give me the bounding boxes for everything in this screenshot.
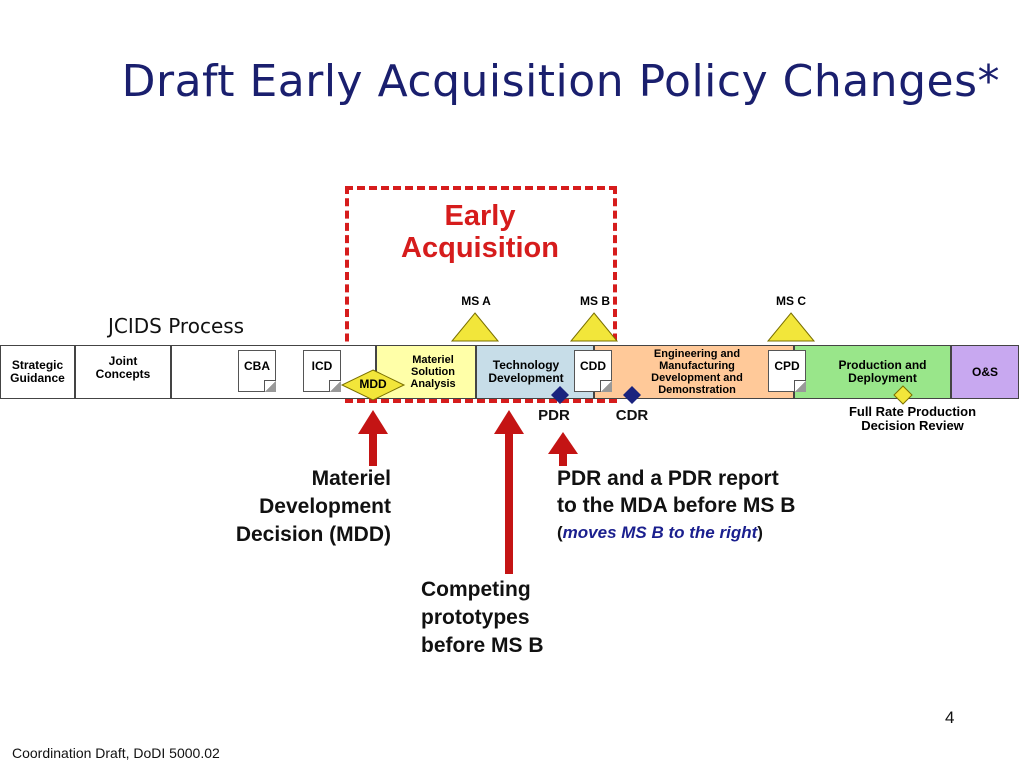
early-acquisition-box [345, 186, 617, 403]
icd-label: ICD [311, 359, 333, 373]
mdd-annotation-line1: Materiel [311, 467, 391, 490]
cpd-label: CPD [774, 359, 800, 373]
mdd-arrow-icon [358, 410, 388, 466]
cba-label: CBA [244, 359, 270, 373]
frp-review-label: Full Rate Production Decision Review [848, 404, 977, 433]
mdd-badge-label: MDD [359, 377, 387, 391]
prototype-annotation-line3: before MS B [421, 634, 544, 657]
page-number: 4 [945, 708, 955, 727]
ms-c-label: MS C [776, 294, 806, 308]
phase-emd-label: Engineering and Manufacturing Developmen… [651, 348, 743, 396]
phase-strategic-guidance: Strategic Guidance [0, 345, 75, 399]
mdd-annotation-line3: Decision (MDD) [235, 523, 391, 546]
cdd-label: CDD [580, 359, 606, 373]
prototype-annotation-line2: prototypes [421, 606, 530, 629]
pdr-note-text: moves MS B to the right [562, 523, 758, 542]
cpd-document-icon: CPD [768, 350, 806, 392]
mdd-annotation-line2: Development [259, 495, 391, 518]
phase-os: O&S [951, 345, 1019, 399]
cba-document-icon: CBA [238, 350, 276, 392]
pdr-note-close: ) [757, 523, 763, 542]
footer-text: Coordination Draft, DoDI 5000.02 [12, 745, 220, 761]
pdr-annotation-line1: PDR and a PDR report [557, 467, 779, 490]
prototype-annotation-line1: Competing [421, 578, 531, 601]
ms-b-label: MS B [580, 294, 610, 308]
ms-a-triangle-icon [450, 312, 500, 342]
pdr-annotation: PDR and a PDR report to the MDA before M… [557, 465, 877, 546]
phase-td-label: Technology Development [488, 358, 564, 385]
mdd-annotation: Materiel Development Decision (MDD) [180, 465, 391, 549]
early-acquisition-line1: Early [444, 200, 516, 232]
cdd-document-icon: CDD [574, 350, 612, 392]
early-acquisition-line2: Acquisition [401, 232, 559, 264]
phase-os-label: O&S [971, 364, 998, 379]
prototype-arrow-icon [494, 410, 524, 574]
phase-production-deployment: Production and Deployment [794, 345, 951, 399]
icd-document-icon: ICD [303, 350, 341, 392]
pdr-annotation-line2: to the MDA before MS B [557, 494, 796, 517]
ms-c-triangle-icon [766, 312, 816, 342]
phase-joint-concepts-label: Joint Concepts [95, 354, 151, 381]
phase-emd: Engineering and Manufacturing Developmen… [594, 345, 794, 399]
phase-strategic-guidance-label: Strategic Guidance [10, 358, 65, 385]
pdr-diamond-icon [551, 386, 569, 404]
ms-b-triangle-icon [569, 312, 619, 342]
pdr-annotation-note: (moves MS B to the right) [557, 519, 877, 546]
phase-msa-label: Materiel Solution Analysis [410, 354, 456, 390]
ms-a-label: MS A [461, 294, 491, 308]
mdd-diamond-icon [340, 369, 406, 401]
pdr-label: PDR [538, 407, 570, 424]
phase-joint-concepts: Joint Concepts [75, 345, 171, 399]
pdr-note-open: ( [557, 523, 563, 542]
jcids-process-label: JCIDS Process [108, 314, 245, 338]
early-acquisition-label: Early Acquisition [370, 200, 590, 264]
cdr-label: CDR [615, 407, 649, 424]
page-title: Draft Early Acquisition Policy Changes* [121, 56, 1000, 107]
prototype-annotation: Competing prototypes before MS B [421, 576, 621, 660]
cdr-diamond-icon [623, 386, 641, 404]
frp-diamond-icon [893, 385, 913, 405]
pdr-arrow-icon [548, 432, 578, 466]
phase-pd-label: Production and Deployment [838, 358, 927, 385]
